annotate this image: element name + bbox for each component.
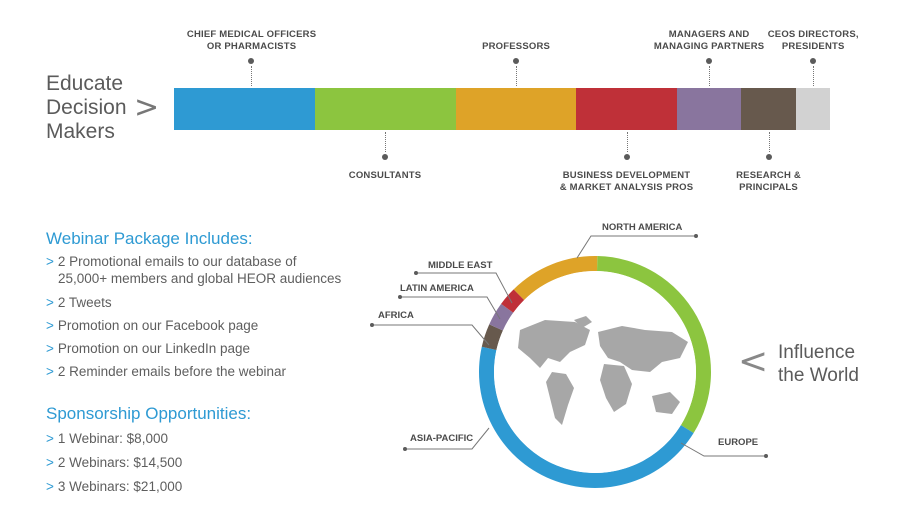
- chevron-right-icon: >: [134, 90, 160, 125]
- chevron-left-icon: <: [738, 341, 769, 382]
- sponsorship-item: >2 Webinars: $14,500: [46, 455, 183, 470]
- bar-label-line: BUSINESS DEVELOPMENT: [562, 170, 691, 181]
- bar-label-leader: [251, 66, 253, 86]
- bar-segment: [576, 88, 678, 130]
- leader-lines: [372, 235, 766, 457]
- bar-segment-label: CEOS DIRECTORS,PRESIDENTS: [768, 29, 859, 53]
- bullet-glyph: >: [46, 364, 54, 379]
- donut-slice: [597, 256, 711, 434]
- label-north-america: NORTH AMERICA: [602, 222, 683, 233]
- label-latin-america: LATIN AMERICA: [400, 283, 474, 294]
- bar-segment-label: RESEARCH &PRINCIPALS: [736, 170, 801, 194]
- bar-label-dot: [248, 58, 255, 64]
- webinar-item-continued: 25,000+ members and global HEOR audience…: [58, 271, 342, 286]
- bar-segment: [796, 88, 830, 130]
- bar-label-line: CONSULTANTS: [348, 170, 422, 181]
- educate-line2: Decision: [46, 96, 127, 119]
- bullet-glyph: >: [46, 254, 54, 269]
- bar-segment-label: BUSINESS DEVELOPMENT& MARKET ANALYSIS PR…: [560, 170, 694, 194]
- bar-segment: [740, 88, 797, 130]
- bullet-glyph: >: [46, 455, 54, 470]
- bar-label-line: & MARKET ANALYSIS PROS: [559, 182, 694, 193]
- bar-label-dot: [382, 154, 389, 160]
- sponsorship-title: Sponsorship Opportunities:: [46, 404, 252, 423]
- leader-africa: [372, 324, 490, 346]
- webinar-item: >Promotion on our Facebook page: [46, 318, 259, 333]
- bar-label-leader: [626, 132, 628, 152]
- bar-label-line: MANAGING PARTNERS: [653, 41, 765, 52]
- leader-north-america: [576, 235, 696, 259]
- webinar-item: >2 Promotional emails to our database of: [46, 254, 297, 269]
- bullet-glyph: >: [46, 431, 54, 446]
- bullet-glyph: >: [46, 295, 54, 310]
- bullet-glyph: >: [46, 479, 54, 494]
- bar-label-line: RESEARCH &: [736, 170, 801, 181]
- bar-label-dot: [623, 154, 630, 160]
- donut-slice: [501, 289, 525, 313]
- bar-label-line: OR PHARMACISTS: [206, 41, 297, 52]
- bar-label-dot: [810, 58, 817, 64]
- webinar-item: >2 Tweets: [46, 295, 112, 310]
- bullet-glyph: >: [46, 341, 54, 356]
- donut-hole: [494, 271, 696, 473]
- donut-slice: [513, 256, 598, 301]
- sponsorship-item: >1 Webinar: $8,000: [46, 431, 168, 446]
- bar-segment: [314, 88, 456, 130]
- leader-middle-east: [416, 272, 513, 304]
- bar-label-leader: [813, 66, 815, 86]
- influence-headline: Influence the World: [778, 341, 859, 387]
- educate-line3: Makers: [46, 120, 115, 143]
- bar-segment-label: CONSULTANTS: [349, 170, 422, 182]
- bar-label-line: PRINCIPALS: [739, 182, 798, 193]
- leader-latin-america: [400, 296, 501, 320]
- bar-label-dot: [513, 58, 520, 64]
- leader-europe: [680, 442, 766, 457]
- bar-label-leader: [708, 66, 710, 86]
- label-middle-east: MIDDLE EAST: [428, 260, 493, 271]
- webinar-item: >2 Reminder emails before the webinar: [46, 364, 287, 379]
- educate-headline: Educate Decision Makers >: [46, 72, 159, 144]
- bar-label-leader: [516, 66, 518, 86]
- bar-segment: [174, 88, 315, 130]
- bar-segment-label: PROFESSORS: [482, 41, 550, 53]
- world-map-icon: [518, 316, 688, 425]
- leader-dots: [370, 234, 768, 458]
- bar-label-line: PROFESSORS: [482, 41, 551, 52]
- leader-asia-pacific: [405, 427, 490, 450]
- bar-label-line: CHIEF MEDICAL OFFICERS: [186, 29, 317, 40]
- donut-slice: [478, 346, 694, 489]
- bar-segment: [677, 88, 741, 130]
- donut-slices: [478, 256, 711, 489]
- bar-label-leader: [385, 132, 387, 152]
- influence-line1: Influence: [778, 342, 856, 363]
- influence-line2: the World: [778, 365, 859, 386]
- webinar-item: >Promotion on our LinkedIn page: [46, 341, 251, 356]
- bar-label-leader: [768, 132, 770, 152]
- bar-segment: [455, 88, 577, 130]
- label-europe: EUROPE: [718, 437, 759, 448]
- educate-line1: Educate: [46, 72, 124, 95]
- donut-slice: [489, 303, 514, 331]
- bar-label-dot: [765, 154, 772, 160]
- bullet-glyph: >: [46, 318, 54, 333]
- label-africa: AFRICA: [378, 310, 414, 321]
- bar-label-line: PRESIDENTS: [781, 41, 845, 52]
- bar-label-line: CEOS DIRECTORS,: [767, 29, 859, 40]
- bar-label-line: MANAGERS AND: [668, 29, 750, 40]
- bar-label-dot: [705, 58, 712, 64]
- donut-slice: [481, 324, 503, 351]
- label-asia-pacific: ASIA-PACIFIC: [410, 433, 474, 444]
- webinar-package-title: Webinar Package Includes:: [46, 229, 253, 248]
- sponsorship-item: >3 Webinars: $21,000: [46, 479, 183, 494]
